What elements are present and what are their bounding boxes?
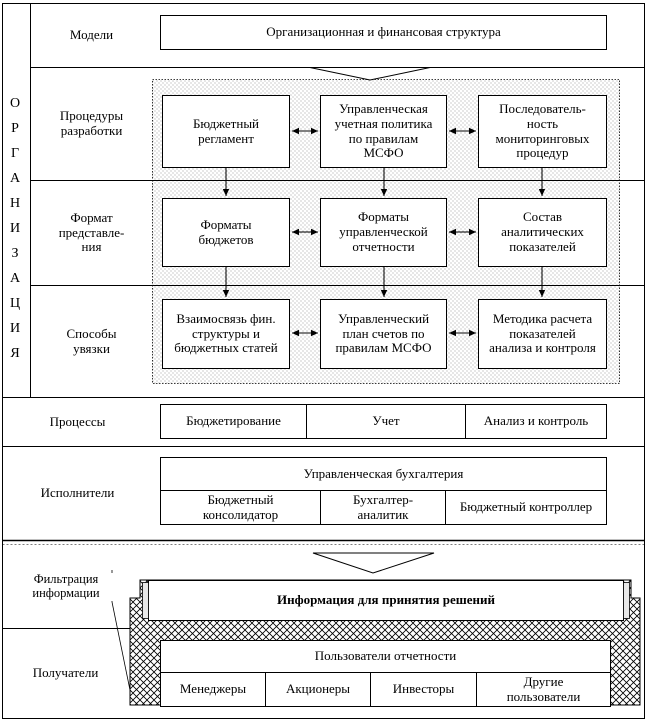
row-label-processes: Процессы — [49, 413, 106, 429]
methodology-box: Методика расчета показателей анализа и к… — [489, 310, 596, 356]
row-label-procedures: Процедуры разработки — [59, 108, 124, 138]
org-letter: Я — [10, 346, 20, 361]
processes-bar — [160, 404, 607, 439]
org-letter: И — [9, 221, 21, 236]
fin-link-box: Взаимосвязь фин. структуры и бюджетных с… — [174, 310, 278, 356]
org-letter: Ц — [9, 296, 21, 311]
org-letter: О — [9, 96, 21, 111]
org-letter: Н — [9, 196, 21, 211]
org-letter: А — [9, 171, 21, 186]
performer-analyst: Бухгалтер- аналитик — [352, 491, 414, 522]
row-label-recipients: Получатели — [32, 665, 99, 681]
monitoring-box: Последователь- ность мониторинговых проц… — [495, 100, 590, 161]
connector-arrows — [222, 127, 546, 337]
performer-consolidator: Бюджетный консолидатор — [202, 491, 279, 522]
process-analysis: Анализ и контроль — [483, 413, 589, 429]
org-letter: Г — [10, 146, 20, 161]
org-structure-box — [160, 15, 607, 50]
org-letter: Р — [11, 121, 19, 136]
grid-boxes — [162, 95, 607, 369]
filter-container — [129, 579, 641, 707]
row-label-links: Способы увязки — [66, 325, 117, 356]
row-label-models: Модели — [69, 27, 114, 43]
budget-regulation-box: Бюджетный регламент — [192, 115, 260, 146]
user-investors: Инвесторы — [392, 681, 455, 697]
row-label-performers: Исполнители — [40, 485, 115, 501]
process-accounting: Учет — [372, 413, 400, 429]
user-others: Другие пользователи — [506, 673, 581, 704]
users-title: Пользователи отчетности — [314, 648, 457, 664]
performers-block — [160, 457, 607, 525]
performer-controller: Бюджетный контроллер — [459, 499, 593, 515]
chart-of-accounts-box: Управленческий план счетов по правилам М… — [335, 310, 432, 356]
org-letter: З — [11, 246, 19, 261]
process-budgeting: Бюджетирование — [186, 413, 281, 429]
arrow-to-grid — [309, 67, 431, 81]
user-managers: Менеджеры — [179, 681, 247, 697]
budget-formats-box: Форматы бюджетов — [198, 216, 254, 247]
org-letter: А — [9, 271, 21, 286]
user-shareholders: Акционеры — [285, 681, 351, 697]
accounting-policy-box: Управленческая учетная политика по прави… — [334, 100, 433, 161]
org-structure-title: Организационная и финансовая структура — [266, 24, 501, 40]
filter-label: Фильтрация информации — [12, 572, 120, 601]
org-letter: И — [9, 321, 21, 336]
performers-title: Управленческая бухгалтерия — [303, 465, 464, 481]
indicators-box: Состав аналитических показателей — [501, 209, 584, 254]
decision-info-title: Информация для принятия решений — [277, 592, 495, 608]
row-label-format: Формат представле- ния — [58, 209, 125, 255]
arrow-to-filter — [312, 552, 435, 574]
report-formats-box: Форматы управленческой отчетности — [339, 209, 428, 254]
